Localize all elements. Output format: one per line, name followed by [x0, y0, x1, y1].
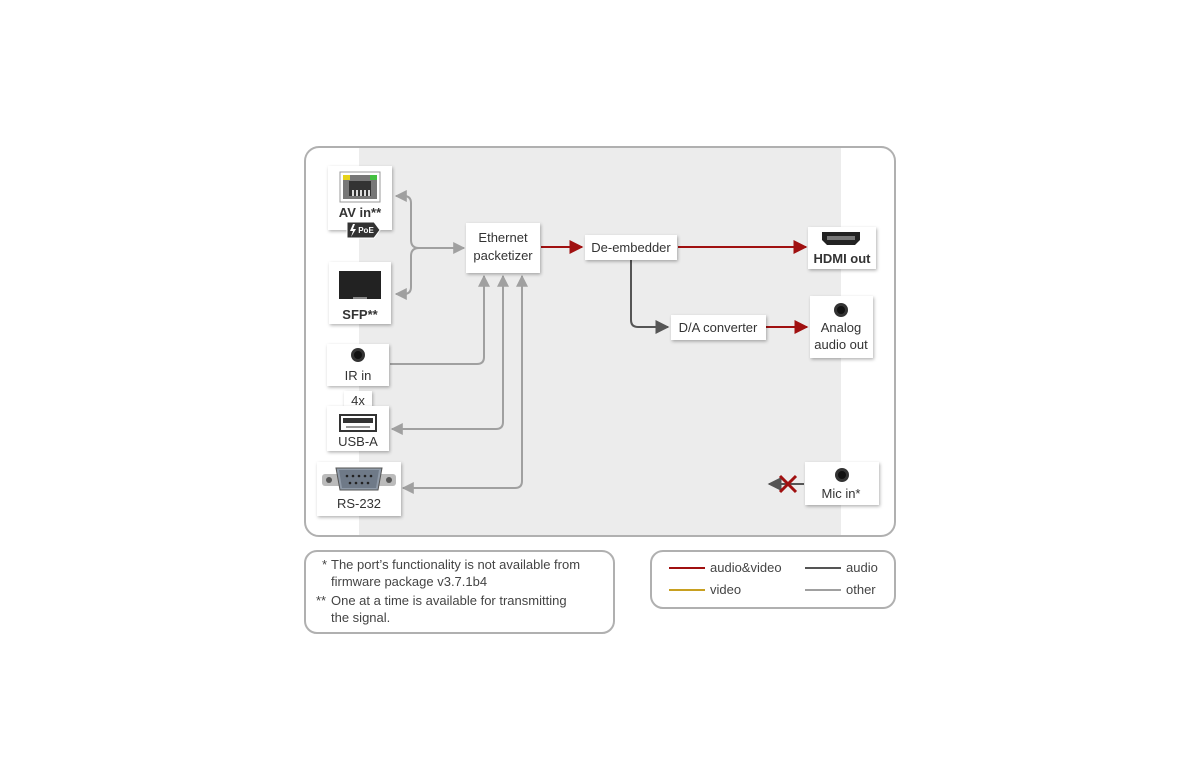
usb-a-label: USB-A [338, 434, 378, 449]
usb-count-badge: 4x [344, 391, 372, 409]
hdmi-out-port[interactable]: HDMI out [808, 227, 876, 269]
av-in-port[interactable]: AV in** [328, 166, 392, 230]
other-signal-lines [390, 190, 528, 494]
poe-label: PoE [358, 226, 374, 235]
sfp-label: SFP** [342, 307, 378, 322]
svg-text:One at a time is available for: One at a time is available for transmitt… [331, 593, 567, 608]
db9-connector-icon [322, 467, 396, 491]
mic-in-port[interactable]: Mic in* [805, 462, 879, 505]
av-in-label: AV in** [339, 205, 382, 220]
device-internal-panel [359, 148, 841, 535]
svg-text:firmware package v3.7.1b4: firmware package v3.7.1b4 [331, 574, 487, 589]
audio-video-lines [541, 240, 809, 334]
svg-text:The port’s functionality is no: The port’s functionality is not availabl… [331, 557, 580, 572]
svg-text:*: * [322, 557, 327, 572]
usb-icon [339, 414, 377, 432]
jack-icon [835, 468, 849, 482]
hdmi-icon [822, 232, 860, 245]
da-converter-block: D/A converter [671, 315, 766, 340]
ethernet-packetizer-block: Ethernet packetizer [466, 223, 540, 273]
lightning-icon [350, 224, 356, 237]
svg-text:**: ** [316, 593, 326, 608]
footnotes-box: * The port’s functionality is not availa… [304, 550, 615, 634]
usb-a-port[interactable]: USB-A [327, 406, 389, 451]
poe-badge: PoE [346, 221, 381, 239]
svg-text:packetizer: packetizer [473, 248, 533, 263]
mic-in-label: Mic in* [821, 486, 860, 501]
de-embedder-block: De-embedder [585, 235, 677, 260]
analog-audio-out-port[interactable]: Analog audio out [810, 296, 873, 358]
deembedder-to-da-line [630, 260, 670, 334]
svg-text:audio&video: audio&video [710, 560, 782, 575]
rs232-link [401, 274, 528, 494]
svg-text:video: video [710, 582, 741, 597]
svg-text:the signal.: the signal. [331, 610, 390, 625]
disabled-x-icon [778, 474, 798, 494]
svg-text:Ethernet: Ethernet [478, 230, 528, 245]
ir-in-label: IR in [345, 368, 372, 383]
rj45-icon [339, 171, 381, 203]
rs232-label: RS-232 [337, 496, 381, 511]
svg-text:De-embedder: De-embedder [591, 240, 671, 255]
hdmi-out-label: HDMI out [813, 251, 871, 266]
jack-icon [834, 303, 848, 317]
svg-text:audio out: audio out [814, 337, 868, 352]
jack-icon [351, 348, 365, 362]
svg-text:4x: 4x [351, 393, 365, 408]
svg-text:other: other [846, 582, 876, 597]
sfp-cage-icon [339, 271, 381, 299]
rs232-port[interactable]: RS-232 [317, 462, 401, 516]
ir-in-port[interactable]: IR in [327, 344, 389, 386]
svg-text:D/A converter: D/A converter [679, 320, 758, 335]
svg-text:Analog: Analog [821, 320, 861, 335]
svg-text:audio: audio [846, 560, 878, 575]
legend-box: audio&video audio video other [650, 550, 896, 609]
sfp-port[interactable]: SFP** [329, 262, 391, 324]
